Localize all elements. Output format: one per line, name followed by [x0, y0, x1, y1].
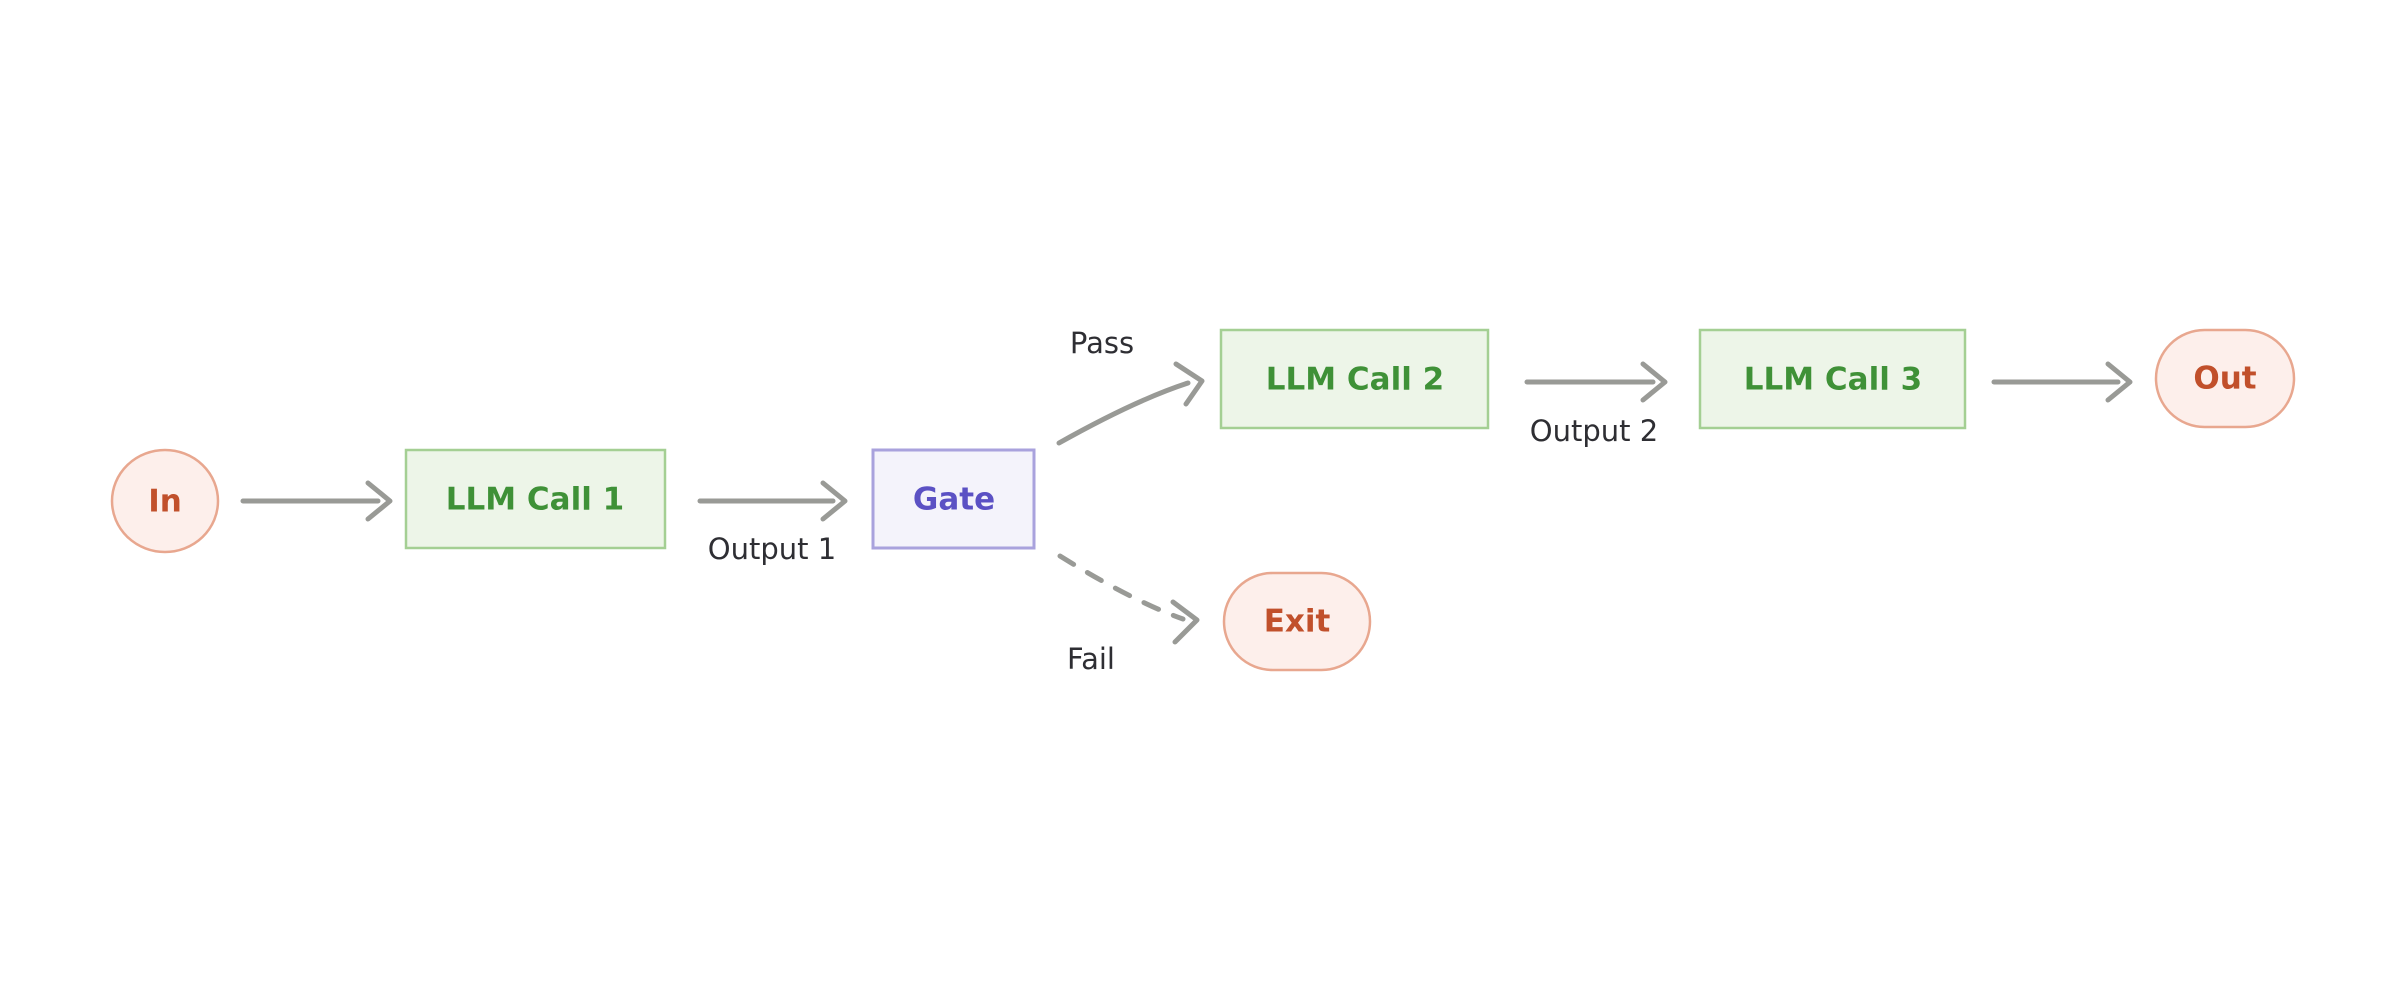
edge-label-fail: Fail	[1067, 642, 1115, 676]
arrowhead-icon	[1640, 361, 1668, 403]
node-shape-rect	[871, 448, 1036, 550]
node-label-llm-call-3: LLM Call 3	[1744, 362, 1922, 398]
edge-label-output-1: Output 1	[708, 532, 836, 566]
edge-in-to-llm-call-1	[240, 480, 393, 522]
edge-line	[1057, 553, 1186, 622]
node-exit[interactable]: Exit	[1222, 571, 1372, 672]
node-shape-rect	[1219, 328, 1490, 430]
node-shape-rect	[404, 448, 667, 550]
edge-llm-call-2-to-llm-call-3: Output 2	[1524, 361, 1668, 448]
node-shape-stadium	[1222, 571, 1372, 672]
node-shape-rect	[1698, 328, 1967, 430]
edge-llm-call-1-to-gate: Output 1	[697, 480, 848, 566]
node-label-llm-call-2: LLM Call 2	[1266, 362, 1444, 398]
node-gate[interactable]: Gate	[871, 448, 1036, 550]
edge-label-output-2: Output 2	[1530, 414, 1658, 448]
node-in[interactable]: In	[110, 448, 220, 554]
arrowhead-icon	[1173, 361, 1205, 407]
node-label-exit: Exit	[1264, 604, 1331, 640]
node-llm-call-2[interactable]: LLM Call 2	[1219, 328, 1490, 430]
node-shape-ellipse	[110, 448, 220, 554]
node-label-llm-call-1: LLM Call 1	[446, 482, 624, 518]
node-label-out: Out	[2193, 361, 2256, 397]
node-shape-stadium	[2154, 328, 2296, 429]
arrowhead-icon	[2105, 361, 2133, 403]
node-label-gate: Gate	[913, 482, 995, 518]
node-out[interactable]: Out	[2154, 328, 2296, 429]
edge-line	[1056, 380, 1191, 446]
arrowhead-icon	[820, 480, 848, 522]
edge-llm-call-3-to-out	[1991, 361, 2133, 403]
node-llm-call-1[interactable]: LLM Call 1	[404, 448, 667, 550]
arrowhead-icon	[1170, 599, 1200, 645]
arrowhead-icon	[365, 480, 393, 522]
node-label-in: In	[148, 484, 182, 520]
edge-label-pass: Pass	[1070, 326, 1134, 360]
node-llm-call-3[interactable]: LLM Call 3	[1698, 328, 1967, 430]
edge-gate-to-llm-call-2: Pass	[1056, 326, 1205, 446]
edge-gate-to-exit: Fail	[1057, 553, 1200, 676]
